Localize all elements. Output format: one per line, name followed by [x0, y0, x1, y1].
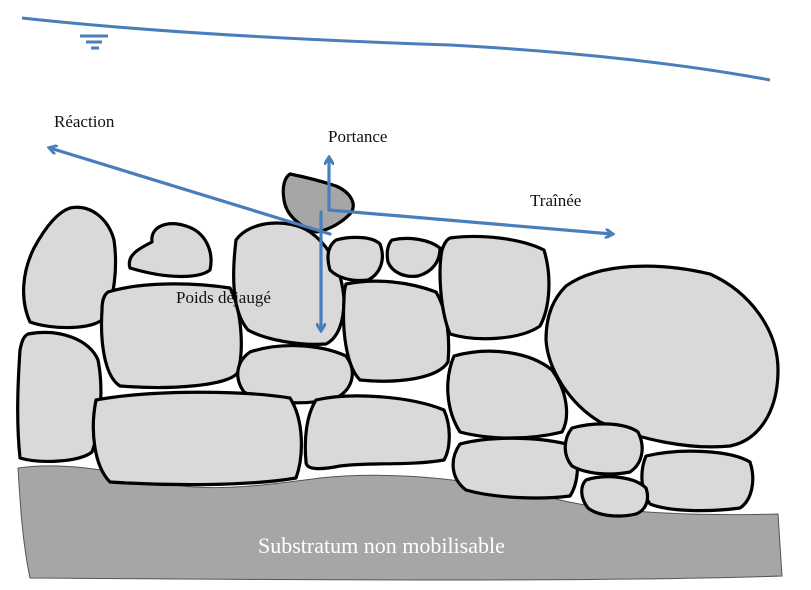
stone [563, 422, 644, 476]
water-level-icon [80, 34, 108, 50]
stone [303, 394, 451, 471]
portance-label: Portance [328, 127, 387, 146]
stone [385, 236, 442, 278]
stone [91, 390, 303, 487]
stone [451, 436, 580, 500]
substratum-label: Substratum non mobilisable [258, 533, 505, 558]
stone [232, 221, 346, 346]
poids-label: Poids déjaugé [176, 288, 271, 307]
water-surface-line [21, 16, 771, 82]
stone [22, 205, 118, 330]
stone [438, 234, 551, 341]
trainee-label: Traînée [530, 191, 581, 210]
stone [544, 264, 780, 449]
force-vectors [50, 148, 612, 330]
stone [127, 222, 213, 279]
stone [99, 282, 243, 390]
stone [16, 330, 103, 463]
streambed-stones [16, 172, 780, 518]
trainee-arrow [327, 208, 612, 234]
stone [640, 449, 755, 513]
stone [446, 349, 569, 440]
stone [580, 475, 650, 518]
reaction-label: Réaction [54, 112, 115, 131]
stone [281, 172, 355, 234]
stone [326, 235, 384, 283]
reaction-arrow [50, 148, 332, 236]
stone [341, 279, 451, 383]
